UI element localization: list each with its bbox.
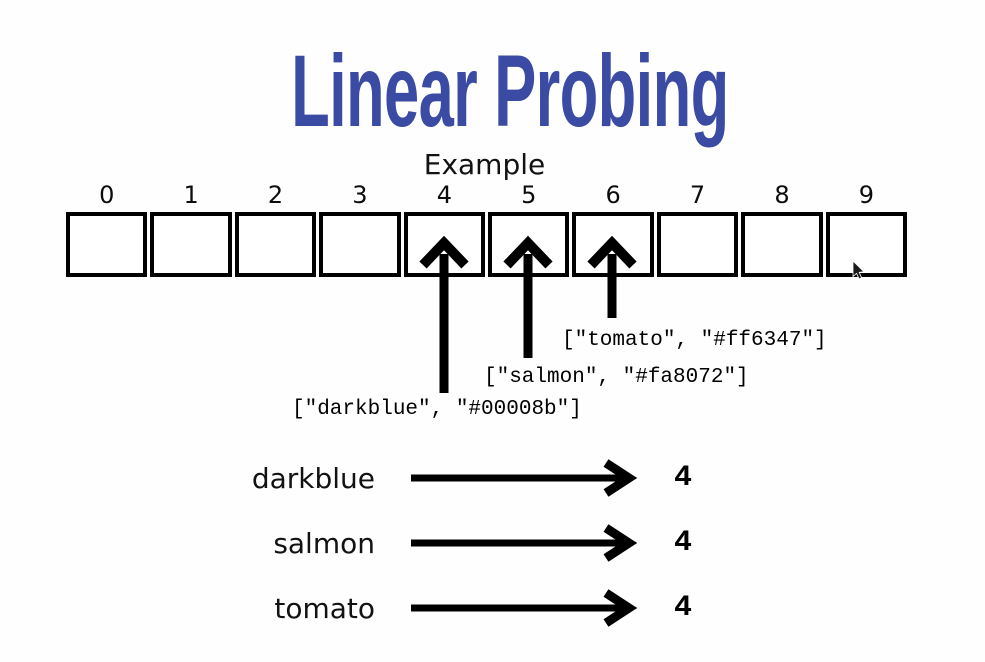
cell-index-label: 7 <box>689 181 706 209</box>
entry-label-tomato: ["tomato", "#ff6347"] <box>562 329 827 352</box>
cell-box <box>234 212 317 277</box>
cell-box <box>319 212 401 277</box>
page-title: Linear Probing <box>17 40 985 142</box>
hash-mappings: darkblue 4 salmon 4 tomato 4 <box>0 456 720 630</box>
mapping-hash-value: 4 <box>674 591 693 625</box>
cell-index-label: 4 <box>436 181 452 209</box>
hash-table-cell-8: 8 <box>741 180 823 277</box>
hash-table-cell-9: 9 <box>825 180 908 277</box>
page-title-text: Linear Probing <box>290 34 729 148</box>
mapping-row-darkblue: darkblue 4 <box>0 456 720 500</box>
subtitle: Example <box>423 148 546 181</box>
mapping-row-salmon: salmon 4 <box>0 521 720 565</box>
entry-label-salmon: ["salmon", "#fa8072"] <box>484 366 749 389</box>
hash-table-cell-5: 5 <box>488 180 570 277</box>
mapping-hash-value: 4 <box>674 526 693 560</box>
hash-table-cell-1: 1 <box>150 180 232 277</box>
cell-index-label: 0 <box>99 181 115 209</box>
hash-table-cell-7: 7 <box>656 180 739 277</box>
cell-index-label: 2 <box>267 181 284 209</box>
cell-index-label: 3 <box>352 181 368 209</box>
hash-table: 0 1 2 3 4 5 6 <box>66 180 908 277</box>
hash-table-cell-3: 3 <box>319 180 401 277</box>
cell-box <box>488 212 570 277</box>
mapping-key: salmon <box>273 526 375 560</box>
cell-box <box>150 212 232 277</box>
maps-to-arrow <box>411 459 638 497</box>
cell-index-label: 1 <box>183 181 199 209</box>
mapping-hash-value: 4 <box>674 461 693 495</box>
maps-to-arrow <box>411 524 638 562</box>
cell-box <box>572 212 654 277</box>
maps-to-arrow <box>411 589 638 627</box>
hash-table-cell-0: 0 <box>66 180 148 277</box>
mapping-key: tomato <box>274 591 375 625</box>
cell-box <box>403 212 486 277</box>
hash-table-row: 0 1 2 3 4 5 6 <box>66 180 908 277</box>
cell-index-label: 8 <box>774 181 790 209</box>
cell-index-label: 5 <box>521 181 537 209</box>
hash-table-cell-6: 6 <box>572 180 654 277</box>
entry-label-darkblue: ["darkblue", "#00008b"] <box>292 398 582 421</box>
cell-index-label: 9 <box>858 181 874 209</box>
hash-table-cell-4: 4 <box>403 180 486 277</box>
mapping-key: darkblue <box>251 461 375 495</box>
cell-box <box>825 212 908 277</box>
cell-box <box>741 212 823 277</box>
cell-box <box>66 212 148 277</box>
cell-index-label: 6 <box>605 181 621 209</box>
cell-box <box>656 212 739 277</box>
hash-table-cell-2: 2 <box>234 180 317 277</box>
mapping-row-tomato: tomato 4 <box>0 586 720 630</box>
